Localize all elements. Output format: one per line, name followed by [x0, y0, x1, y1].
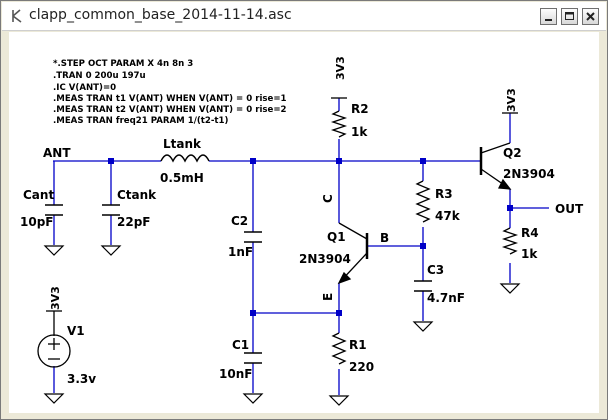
component-value-r1[interactable]: 220 — [349, 360, 374, 374]
resistor-r2[interactable] — [330, 110, 348, 138]
capacitor-ctank[interactable] — [102, 204, 120, 216]
component-name-c1[interactable]: C1 — [232, 338, 249, 352]
maximize-button[interactable] — [561, 8, 578, 25]
minimize-button[interactable] — [540, 8, 557, 25]
capacitor-c3[interactable] — [414, 280, 432, 292]
component-value-r3[interactable]: 47k — [435, 209, 461, 223]
maximize-icon — [565, 12, 574, 20]
spice-directives[interactable]: *.STEP OCT PARAM X 4n 8n 3 .TRAN 0 200u … — [53, 59, 287, 126]
component-value-ctank[interactable]: 22pF — [117, 215, 151, 229]
inductor-ltank[interactable] — [160, 154, 210, 163]
transistor-q2[interactable] — [479, 142, 512, 190]
component-name-ctank[interactable]: Ctank — [117, 188, 157, 202]
supply-label-q2: 3V3 — [505, 88, 518, 112]
capacitor-c2[interactable] — [244, 231, 262, 243]
component-value-r4[interactable]: 1k — [521, 247, 538, 261]
minimize-icon — [545, 19, 552, 21]
component-value-v1[interactable]: 3.3v — [67, 372, 96, 386]
component-name-ltank[interactable]: Ltank — [163, 137, 202, 151]
component-value-c3[interactable]: 4.7nF — [427, 291, 465, 305]
component-value-c1[interactable]: 10nF — [219, 367, 252, 381]
net-label-b[interactable]: B — [380, 231, 389, 245]
close-button[interactable] — [582, 8, 599, 25]
component-name-q1[interactable]: Q1 — [327, 230, 346, 244]
supply-label-v1: 3V3 — [49, 286, 62, 310]
component-name-cant[interactable]: Cant — [23, 188, 54, 202]
wires — [53, 98, 549, 395]
component-value-q1[interactable]: 2N3904 — [299, 252, 351, 266]
spice-line: .MEAS TRAN t1 V(ANT) WHEN V(ANT) = 0 ris… — [53, 94, 287, 104]
component-name-r2[interactable]: R2 — [351, 102, 369, 116]
component-name-r3[interactable]: R3 — [435, 187, 453, 201]
resistor-r1[interactable] — [331, 332, 347, 365]
transistor-q1[interactable] — [337, 222, 369, 285]
window-title: clapp_common_base_2014-11-14.asc — [29, 7, 292, 23]
spice-line: .MEAS TRAN freq21 PARAM 1/(t2-t1) — [53, 116, 229, 126]
net-label-ant[interactable]: ANT — [43, 146, 71, 160]
net-label-c[interactable]: C — [321, 194, 335, 203]
net-label-out[interactable]: OUT — [555, 202, 584, 216]
title-bar[interactable]: clapp_common_base_2014-11-14.asc — [2, 2, 606, 31]
close-icon — [586, 12, 595, 21]
junction-dots — [108, 158, 513, 316]
capacitor-c1[interactable] — [244, 352, 262, 364]
component-name-c2[interactable]: C2 — [231, 214, 248, 228]
supply-label-r2: 3V3 — [334, 56, 347, 80]
component-value-r2[interactable]: 1k — [351, 125, 368, 139]
ground-symbols — [44, 245, 520, 406]
spice-line: .MEAS TRAN t2 V(ANT) WHEN V(ANT) = 0 ris… — [53, 105, 287, 115]
spice-line: *.STEP OCT PARAM X 4n 8n 3 — [53, 59, 193, 69]
component-value-ltank[interactable]: 0.5mH — [160, 171, 204, 185]
resistor-r4[interactable] — [501, 227, 519, 255]
schematic-canvas[interactable]: *.STEP OCT PARAM X 4n 8n 3 .TRAN 0 200u … — [9, 32, 599, 413]
spice-line: .IC V(ANT)=0 — [53, 83, 116, 93]
component-value-c2[interactable]: 1nF — [228, 245, 253, 259]
voltage-source-v1[interactable] — [37, 311, 71, 368]
capacitor-cant[interactable] — [45, 204, 63, 216]
ltspice-app-icon — [12, 9, 22, 23]
resistor-r3[interactable] — [415, 180, 431, 223]
component-name-q2[interactable]: Q2 — [503, 146, 522, 160]
component-name-r1[interactable]: R1 — [349, 338, 367, 352]
net-label-e[interactable]: E — [321, 293, 335, 301]
component-name-r4[interactable]: R4 — [521, 226, 539, 240]
spice-line: .TRAN 0 200u 197u — [53, 71, 146, 81]
component-name-c3[interactable]: C3 — [427, 263, 444, 277]
component-name-v1[interactable]: V1 — [67, 324, 85, 338]
component-value-q2[interactable]: 2N3904 — [503, 167, 555, 181]
component-value-cant[interactable]: 10pF — [20, 215, 54, 229]
supply-flags — [46, 97, 518, 312]
